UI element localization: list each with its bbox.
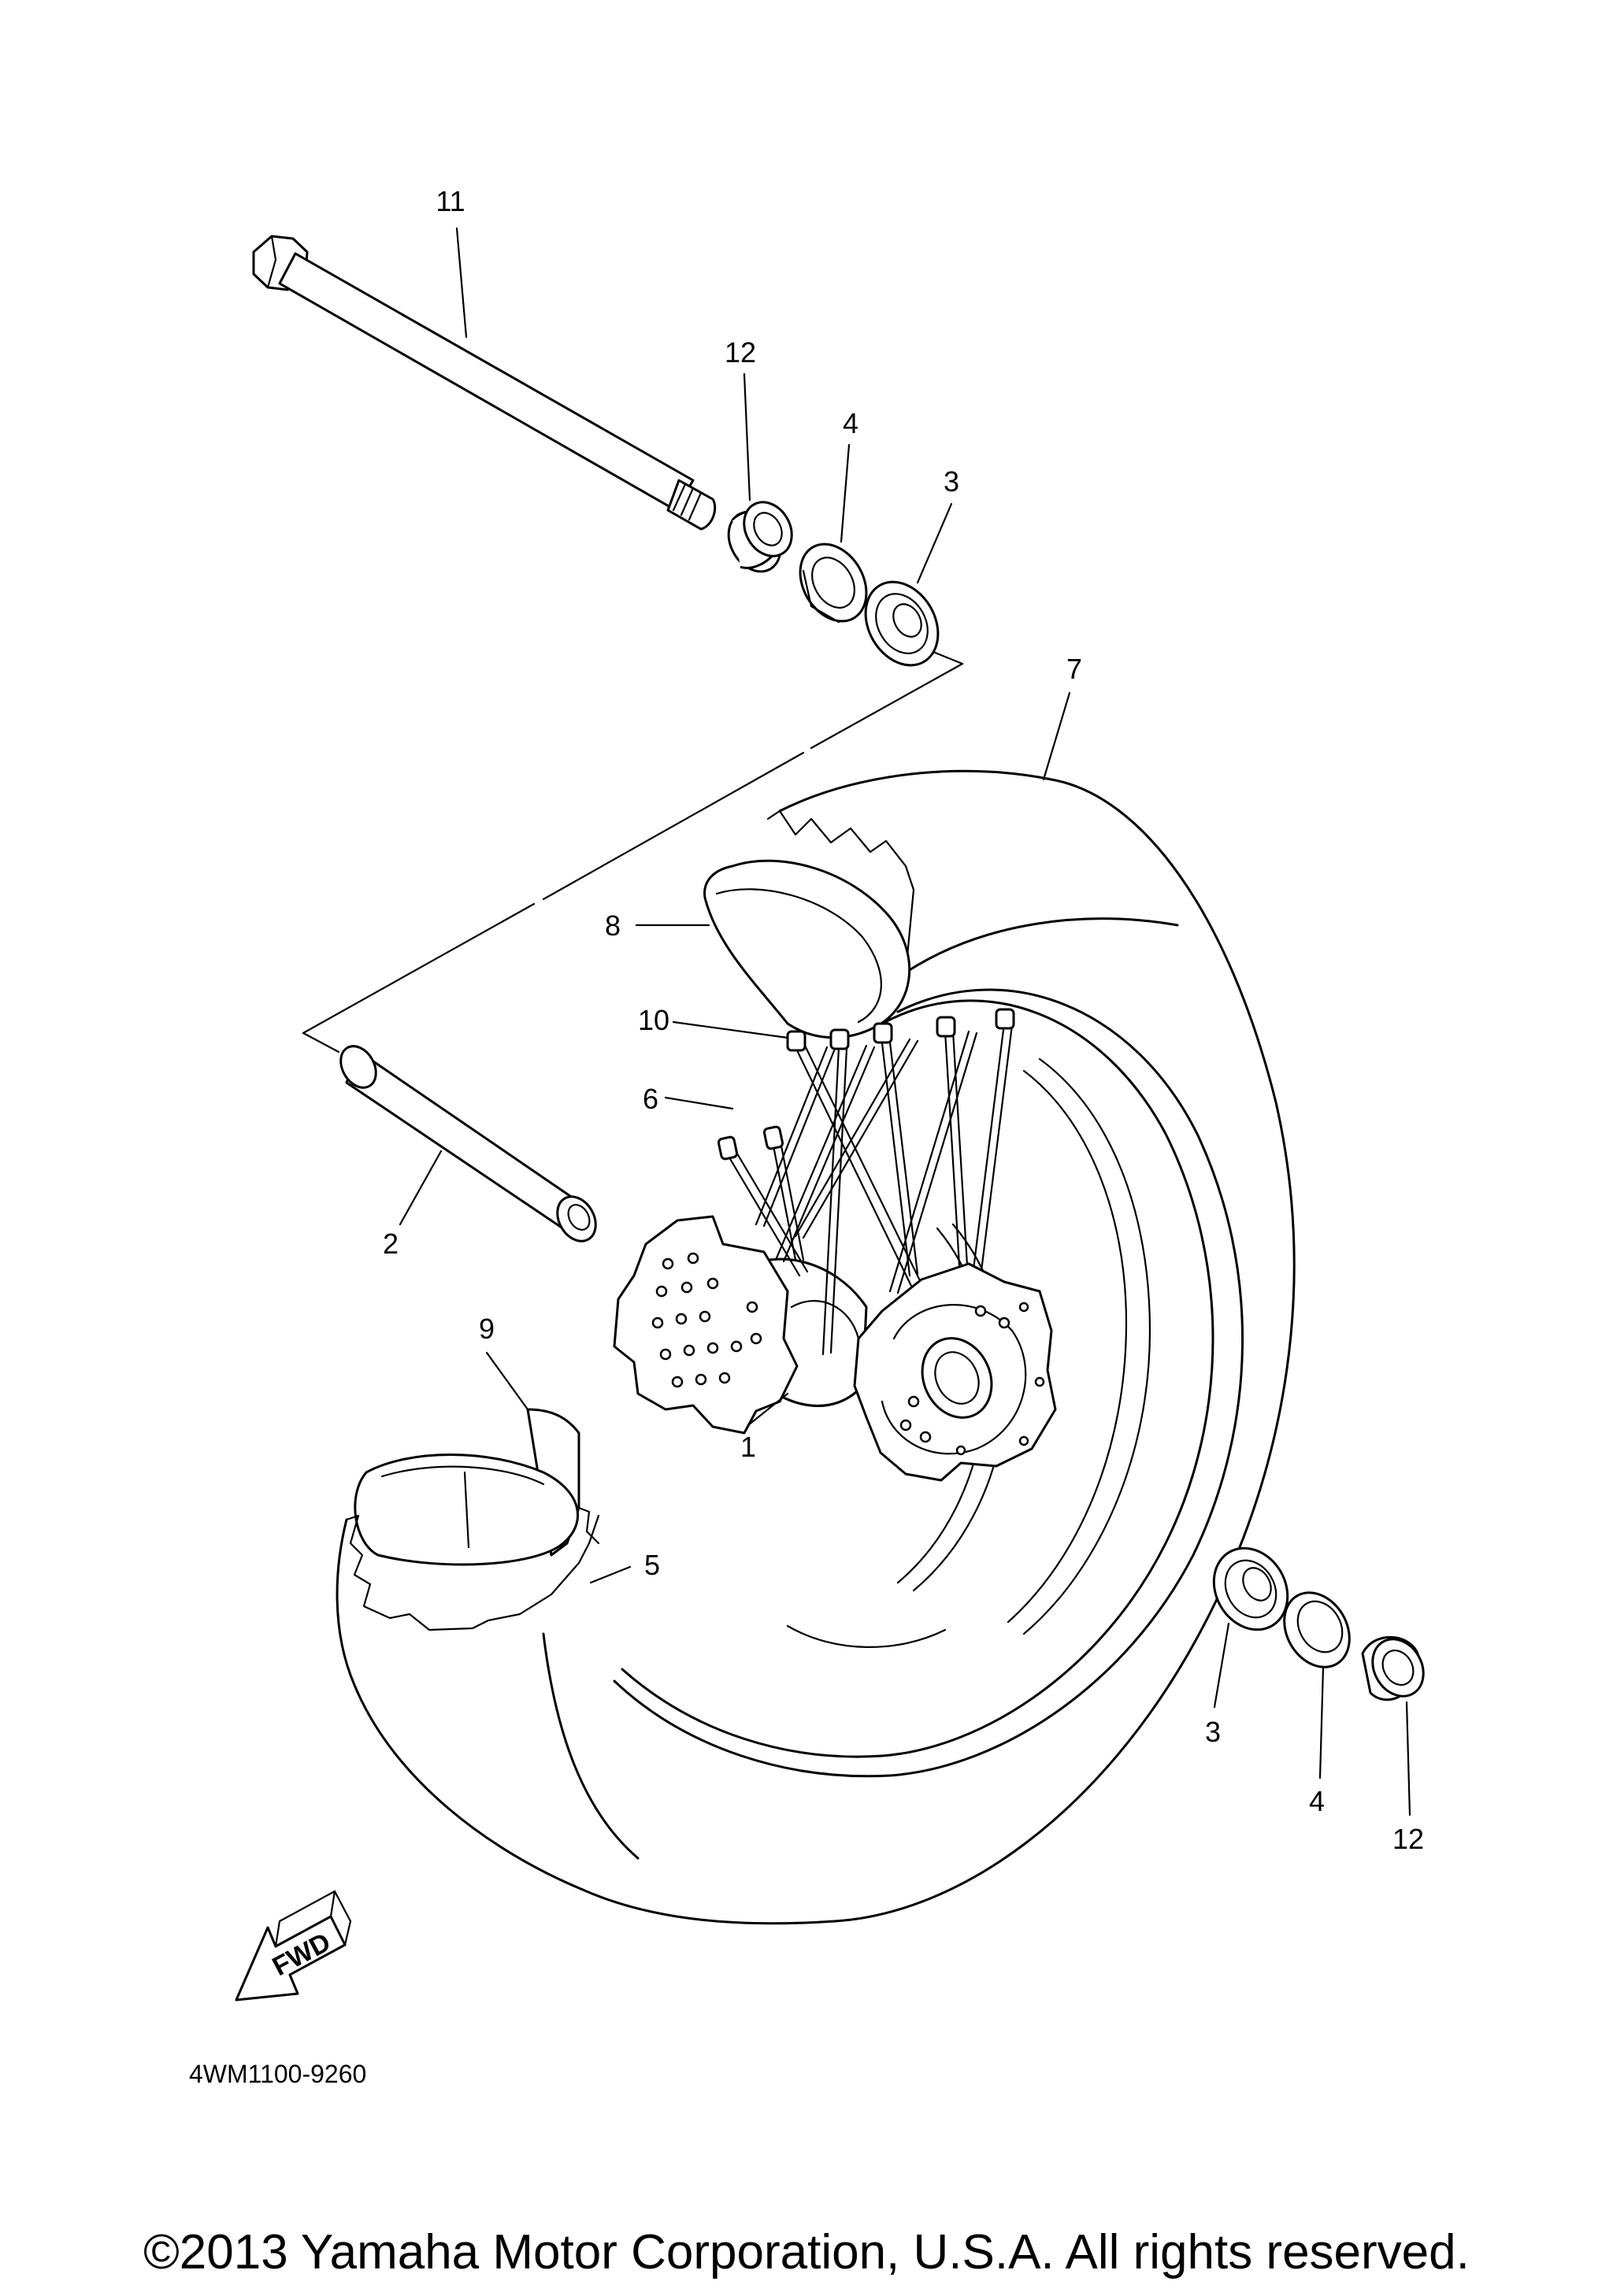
callout-5: 5 <box>644 1549 660 1581</box>
callout-12-bottom: 12 <box>1392 1823 1424 1855</box>
callout-4-top: 4 <box>843 407 858 439</box>
callout-3-top: 3 <box>944 465 959 498</box>
axle <box>252 235 717 531</box>
spokes <box>717 1008 1015 1356</box>
assembly-boundary-line <box>302 650 964 1054</box>
callout-11: 11 <box>436 185 465 217</box>
callout-7: 7 <box>1066 653 1082 685</box>
hub <box>613 1215 1057 1482</box>
callout-3-bottom: 3 <box>1205 1716 1221 1748</box>
callout-labels: 11 12 4 3 7 8 10 6 2 9 1 5 3 4 12 <box>383 185 1424 1855</box>
top-bearing-3 <box>864 580 940 667</box>
copyright-notice: ©2013 Yamaha Motor Corporation, U.S.A. A… <box>143 2225 1470 2279</box>
bottom-bearing-3 <box>1212 1546 1289 1631</box>
callout-4-bottom: 4 <box>1309 1785 1325 1817</box>
callout-12-top: 12 <box>725 336 756 368</box>
top-collar-12 <box>727 501 793 573</box>
tube-and-flap <box>345 1408 600 1631</box>
callout-1: 1 <box>740 1431 756 1463</box>
callout-6: 6 <box>643 1083 658 1115</box>
callout-8: 8 <box>605 909 621 942</box>
callout-9: 9 <box>479 1313 495 1345</box>
callout-2: 2 <box>383 1228 399 1260</box>
rim-band <box>703 859 911 1039</box>
callout-10: 10 <box>638 1004 669 1036</box>
top-oil-seal-4 <box>799 543 868 624</box>
leader-lines <box>399 227 1411 1816</box>
fwd-arrow-icon: FWD <box>235 1890 352 2002</box>
distance-collar <box>339 1045 597 1242</box>
diagram-code: 4WM1100-9260 <box>189 2060 366 2088</box>
bottom-oil-seal-4 <box>1283 1591 1351 1668</box>
bottom-collar-12 <box>1361 1635 1425 1702</box>
